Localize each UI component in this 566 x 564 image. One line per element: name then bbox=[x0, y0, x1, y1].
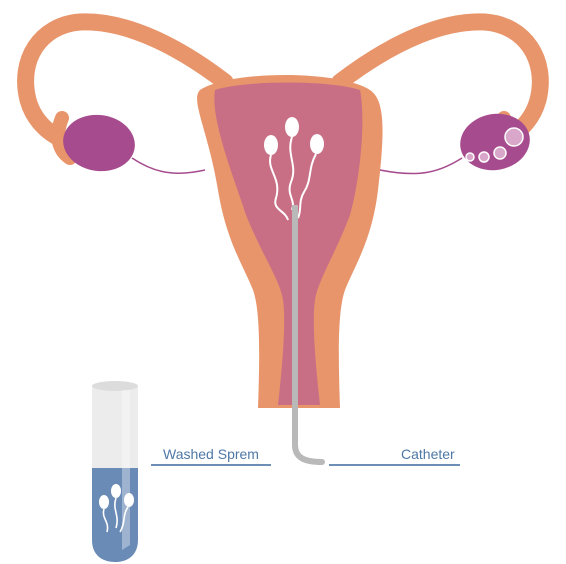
test-tube-liquid bbox=[92, 468, 138, 562]
catheter-label: Catheter bbox=[401, 446, 455, 462]
washed-sperm-label: Washed Sprem bbox=[163, 446, 259, 462]
follicle-icon bbox=[466, 153, 474, 161]
catheter-tip bbox=[292, 205, 298, 212]
right-ovarian-ligament bbox=[380, 158, 462, 174]
catheter-underline bbox=[329, 464, 460, 466]
follicle-icon bbox=[494, 147, 506, 159]
left-ovarian-ligament bbox=[132, 158, 205, 173]
follicle-icon bbox=[505, 128, 523, 146]
left-ovary bbox=[59, 110, 138, 175]
follicle-icon bbox=[479, 152, 489, 162]
test-tube-glass bbox=[92, 386, 138, 468]
test-tube-rim bbox=[92, 381, 138, 391]
washed-sperm-underline bbox=[151, 464, 271, 466]
test-tube bbox=[92, 381, 138, 562]
